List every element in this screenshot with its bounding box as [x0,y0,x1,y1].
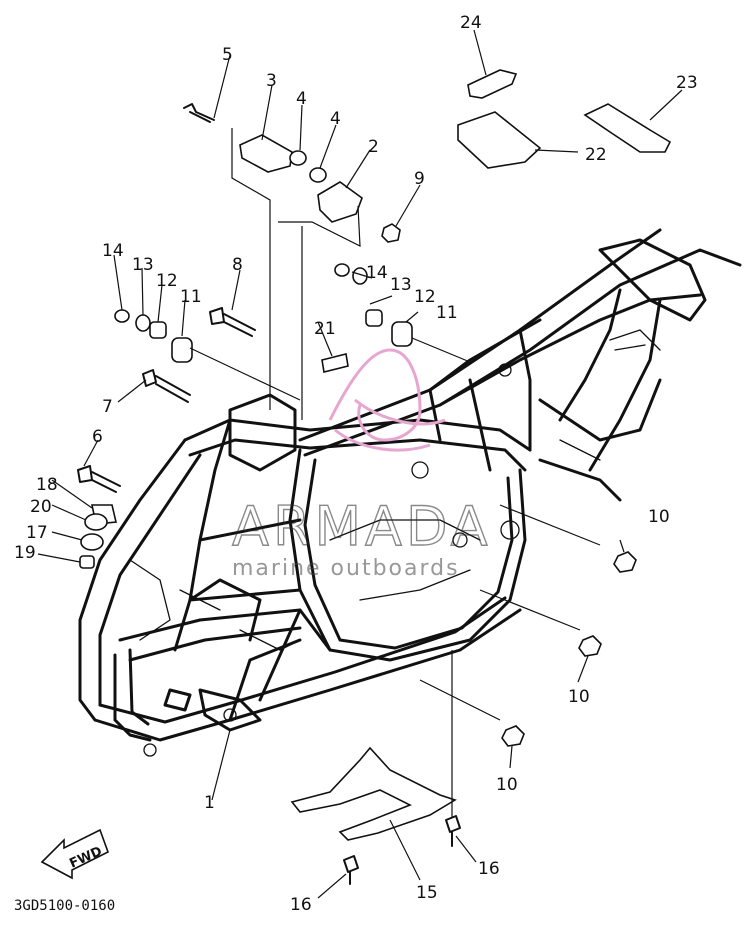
callout-10b: 10 [568,687,590,707]
part-21-label [321,353,349,373]
part-11-collar-right [391,321,413,347]
part-15-skid-plate [290,746,457,841]
part-17-grommet [80,533,104,551]
callout-21: 21 [314,319,336,339]
part-11-collar-left [171,337,193,363]
callout-7: 7 [102,397,113,417]
part-23-strap [583,103,672,153]
part-16-bolt-a [445,815,461,847]
callout-15: 15 [416,883,438,903]
part-6-bolt [77,465,121,493]
part-19-collar [79,555,95,569]
callout-13b: 13 [390,275,412,295]
callout-3: 3 [266,71,277,91]
callout-4b: 4 [330,109,341,129]
callouts: 24 23 22 5 3 4 4 2 9 8 14 13 12 11 14 13… [14,13,698,915]
callout-4a: 4 [296,89,307,109]
callout-24: 24 [460,13,482,33]
callout-16a: 16 [478,859,500,879]
callout-12a: 12 [156,271,178,291]
callout-1: 1 [204,793,215,813]
watermark: ARMADA marine outboards [231,348,492,581]
part-4-collar-b [309,167,327,183]
fwd-arrow: FWD [40,828,109,880]
part-5-bolt [183,103,215,123]
part-12-bush-right [365,309,383,327]
part-12-bush-left [149,321,167,339]
part-13-washer-left [135,314,151,332]
parts [77,69,672,885]
part-14-bolt-left [114,309,130,323]
watermark-tagline: marine outboards [232,556,460,581]
callout-19: 19 [14,543,36,563]
watermark-logo [328,348,446,452]
callout-17: 17 [26,523,48,543]
part-14-bolt-right [334,263,350,277]
part-3-bracket [239,134,293,173]
callout-18: 18 [36,475,58,495]
callout-13a: 13 [132,255,154,275]
callout-14a: 14 [102,241,124,261]
part-2-bracket [317,181,363,223]
callout-23: 23 [676,73,698,93]
part-10-nut-c [501,725,525,747]
leader-lines [37,29,683,899]
callout-10a: 10 [648,507,670,527]
part-10-nut-a [613,551,637,573]
part-4-collar-a [289,150,307,166]
part-9-nut [381,223,401,243]
watermark-brand: ARMADA [232,495,492,558]
callout-2: 2 [368,137,379,157]
part-22-box [457,111,542,169]
callout-11a: 11 [180,287,202,307]
callout-5: 5 [222,45,233,65]
callout-12b: 12 [414,287,436,307]
part-20-washer [84,513,108,531]
callout-14b: 14 [366,263,388,283]
callout-11b: 11 [436,303,458,323]
part-10-nut-b [578,635,602,657]
part-16-bolt-b [343,855,359,885]
callout-9: 9 [414,169,425,189]
callout-8: 8 [232,255,243,275]
part-24-clip [467,69,518,99]
part-8-bolt [209,307,256,337]
diagram-part-number: 3GD5100-0160 [14,898,115,914]
callout-20: 20 [30,497,52,517]
callout-10c: 10 [496,775,518,795]
frame-detail-lines [129,329,661,757]
callout-6: 6 [92,427,103,447]
callout-16b: 16 [290,895,312,915]
part-7-bolt [142,369,191,403]
main-frame [78,228,742,742]
callout-22: 22 [585,145,607,165]
